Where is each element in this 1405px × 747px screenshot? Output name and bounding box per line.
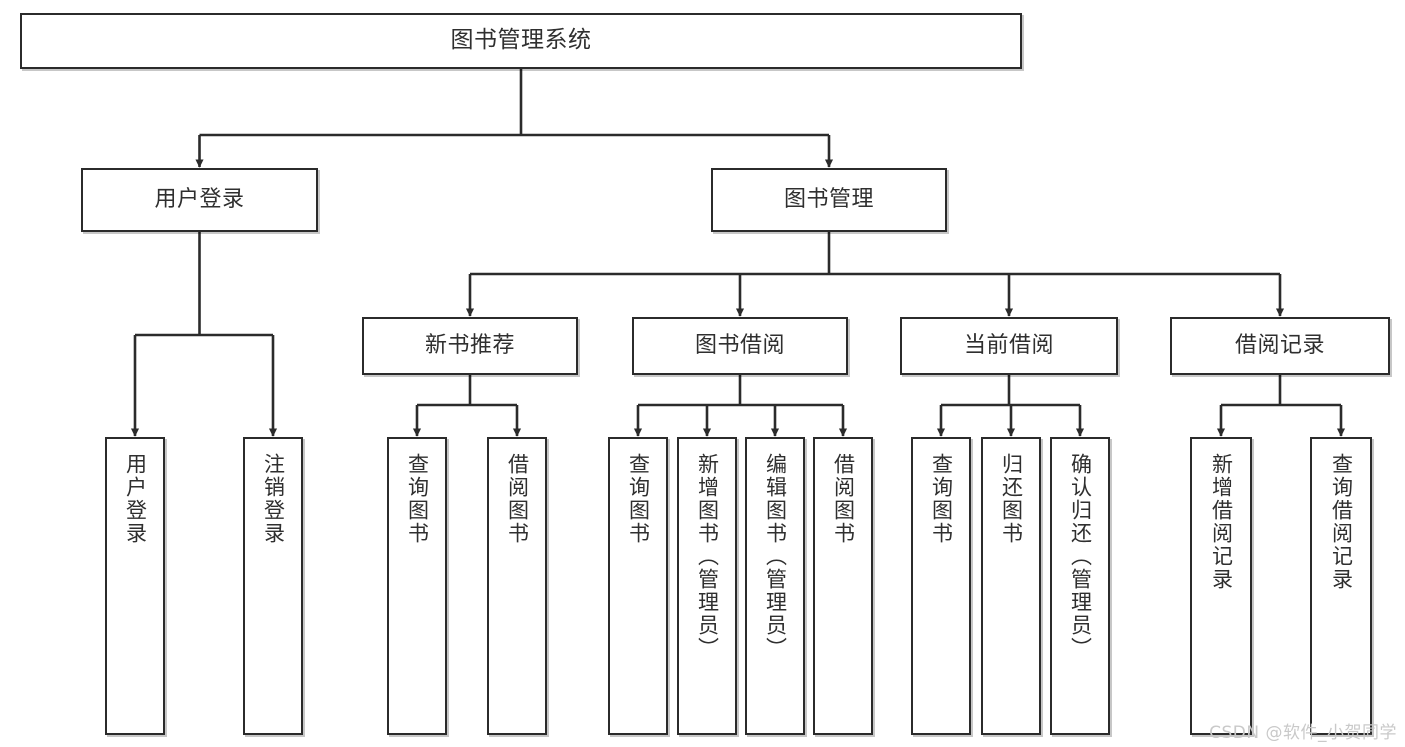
node-leaf-6[interactable]: 编辑图书（管理员） (745, 437, 805, 735)
node-label: 图书管理系统 (450, 27, 592, 54)
edge-layer (130, 69, 1346, 437)
node-leaf-10[interactable]: 确认归还（管理员） (1050, 437, 1110, 735)
node-label: 新增图书（管理员） (695, 453, 720, 660)
node-label: 查询图书 (405, 453, 430, 545)
node-l2-0[interactable]: 用户登录 (81, 168, 318, 232)
node-label: 确认归还（管理员） (1068, 453, 1093, 660)
node-leaf-11[interactable]: 新增借阅记录 (1190, 437, 1252, 735)
node-l3-3[interactable]: 借阅记录 (1170, 317, 1390, 375)
node-label: 用户登录 (123, 453, 148, 545)
node-label: 新增借阅记录 (1209, 453, 1234, 591)
node-label: 新书推荐 (424, 333, 515, 359)
node-label: 图书管理 (783, 187, 874, 213)
node-leaf-7[interactable]: 借阅图书 (813, 437, 873, 735)
node-l3-0[interactable]: 新书推荐 (362, 317, 578, 375)
node-leaf-12[interactable]: 查询借阅记录 (1310, 437, 1372, 735)
node-label: 查询图书 (626, 453, 651, 545)
node-label: 借阅图书 (831, 453, 856, 545)
node-label: 查询借阅记录 (1329, 453, 1354, 591)
node-leaf-5[interactable]: 新增图书（管理员） (677, 437, 737, 735)
node-label: 查询图书 (929, 453, 954, 545)
node-l2-1[interactable]: 图书管理 (711, 168, 947, 232)
node-leaf-1[interactable]: 注销登录 (243, 437, 303, 735)
node-label: 注销登录 (261, 453, 286, 545)
node-label: 归还图书 (999, 453, 1024, 545)
node-l3-2[interactable]: 当前借阅 (900, 317, 1118, 375)
node-leaf-0[interactable]: 用户登录 (105, 437, 165, 735)
node-l3-1[interactable]: 图书借阅 (632, 317, 848, 375)
node-leaf-3[interactable]: 借阅图书 (487, 437, 547, 735)
node-label: 用户登录 (154, 187, 245, 213)
node-leaf-9[interactable]: 归还图书 (981, 437, 1041, 735)
node-leaf-4[interactable]: 查询图书 (608, 437, 668, 735)
node-leaf-2[interactable]: 查询图书 (387, 437, 447, 735)
node-label: 借阅图书 (505, 453, 530, 545)
node-label: 图书借阅 (694, 333, 785, 359)
node-leaf-8[interactable]: 查询图书 (911, 437, 971, 735)
node-label: 编辑图书（管理员） (763, 453, 788, 660)
node-label: 当前借阅 (963, 333, 1054, 359)
node-root[interactable]: 图书管理系统 (20, 13, 1022, 69)
node-label: 借阅记录 (1234, 333, 1325, 359)
